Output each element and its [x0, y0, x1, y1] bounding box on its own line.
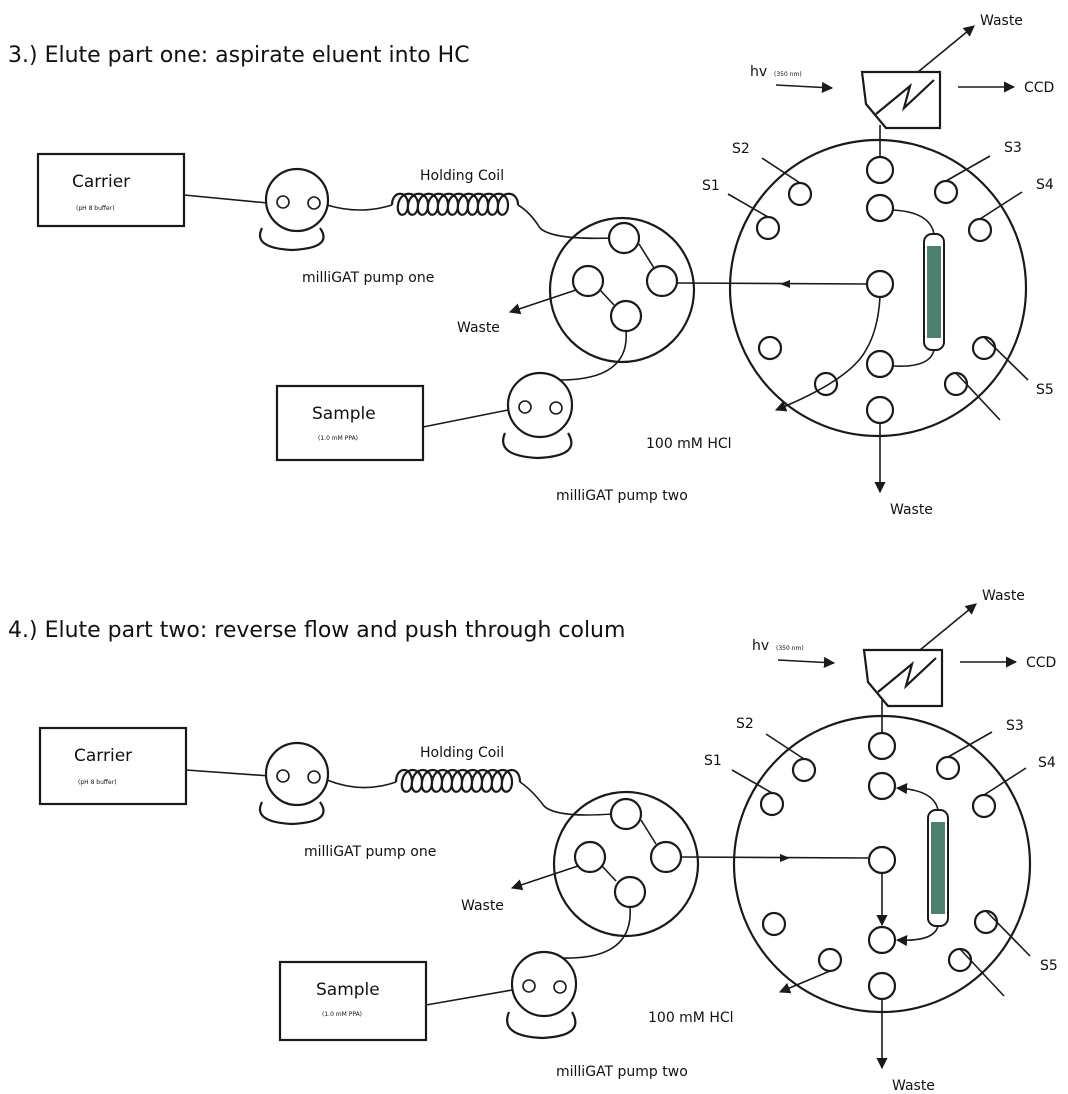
port-s1-label: S1: [704, 753, 722, 769]
waste-left-label: Waste: [461, 898, 504, 914]
main-valve: S2 S1 S3 S4 S5 100 mM HCl Waste: [648, 700, 1058, 1094]
column-packing: [927, 246, 941, 338]
tube-carrier-pump-one: [183, 194, 269, 204]
sample-reservoir: Sample (1.0 mM PPA): [275, 384, 509, 462]
hv-sublabel: (350 nm): [774, 71, 802, 78]
carrier-sublabel: (pH 8 buffer): [78, 779, 117, 786]
sample-reservoir: Sample (1.0 mM PPA): [278, 960, 513, 1042]
pump-one: milliGAT pump one: [259, 167, 434, 286]
port-s5-label: S5: [1036, 382, 1054, 398]
tube-to-main-valve: [676, 282, 867, 285]
port-s4-label: S4: [1036, 177, 1054, 193]
holding-coil: Holding Coil: [326, 745, 613, 816]
selection-valve-left: Waste: [457, 216, 696, 364]
main-valve: S2 S1 S3 S4 S5 100 mM HCl Waste: [646, 125, 1054, 518]
holding-coil: Holding Coil: [326, 168, 613, 240]
hcl-label: 100 mM HCl: [646, 436, 732, 452]
port-s5-label: S5: [1040, 958, 1058, 974]
pump-one-label: milliGAT pump one: [304, 844, 436, 860]
tube-carrier-pump-one: [185, 769, 271, 777]
waste-bottom-label: Waste: [890, 502, 933, 518]
carrier-reservoir: Carrier (pH 8 buffer): [36, 152, 186, 228]
sample-sublabel: (1.0 mM PPA): [322, 1011, 362, 1018]
pump-one-label: milliGAT pump one: [302, 270, 434, 286]
port-s2-label: S2: [732, 141, 750, 157]
flow-cell-detector: hv (350 nm) CCD Waste: [752, 588, 1056, 708]
port-s2-label: S2: [736, 716, 754, 732]
waste-top-label: Waste: [982, 588, 1025, 604]
pump-one: milliGAT pump one: [259, 741, 436, 860]
pump-two-label: milliGAT pump two: [556, 1064, 688, 1080]
pump-two: milliGAT pump two: [502, 330, 688, 504]
sample-label: Sample: [316, 980, 380, 1000]
carrier-sublabel: (pH 8 buffer): [76, 205, 115, 212]
waste-top-label: Waste: [980, 13, 1023, 29]
waste-bottom-label: Waste: [892, 1078, 935, 1094]
port-s3-label: S3: [1004, 140, 1022, 156]
pump-two-label: milliGAT pump two: [556, 488, 688, 504]
holding-coil-label: Holding Coil: [420, 745, 504, 761]
panel-step-3: 3.) Elute part one: aspirate eluent into…: [8, 13, 1054, 518]
column-packing: [931, 822, 945, 914]
holding-coil-label: Holding Coil: [420, 168, 504, 184]
hv-label: hv: [752, 638, 769, 654]
ccd-label: CCD: [1024, 80, 1054, 96]
carrier-label: Carrier: [72, 172, 130, 192]
ccd-label: CCD: [1026, 655, 1056, 671]
pump-two: milliGAT pump two: [506, 906, 688, 1080]
hcl-label: 100 mM HCl: [648, 1010, 734, 1026]
tube-to-main-valve: [680, 856, 869, 859]
selection-valve-left: Waste: [461, 790, 700, 938]
port-s3-label: S3: [1006, 718, 1024, 734]
panel-title: 4.) Elute part two: reverse flow and pus…: [8, 618, 625, 643]
sample-label: Sample: [312, 404, 376, 424]
flow-cell-detector: hv (350 nm) CCD Waste: [750, 13, 1054, 130]
waste-left-label: Waste: [457, 320, 500, 336]
port-s4-label: S4: [1038, 755, 1056, 771]
carrier-label: Carrier: [74, 746, 132, 766]
sample-sublabel: (1.0 mM PPA): [318, 435, 358, 442]
carrier-reservoir: Carrier (pH 8 buffer): [38, 726, 188, 806]
panel-step-4: 4.) Elute part two: reverse flow and pus…: [8, 588, 1058, 1094]
panel-title: 3.) Elute part one: aspirate eluent into…: [8, 43, 470, 68]
hv-sublabel: (350 nm): [776, 645, 804, 652]
port-s1-label: S1: [702, 178, 720, 194]
hv-label: hv: [750, 64, 767, 80]
